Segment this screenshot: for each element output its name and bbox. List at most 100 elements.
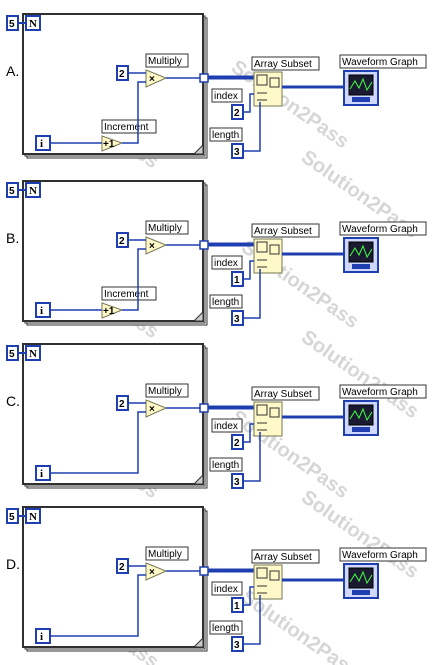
indexing-tunnel	[199, 566, 209, 576]
loop-resize-corner	[192, 636, 204, 648]
array-subset-label: Array Subset	[254, 226, 312, 237]
array-subset-node	[253, 564, 283, 600]
array-subset-glyph	[269, 244, 280, 255]
index-constant-value: 1	[234, 275, 240, 286]
multiply-label: Multiply	[148, 223, 182, 234]
iteration-terminal-label: i	[40, 138, 43, 150]
count-terminal	[25, 15, 41, 31]
graph-datatype	[352, 590, 370, 595]
graph-datatype	[352, 97, 370, 102]
length-label-box	[209, 620, 243, 635]
array-subset-glyph	[256, 567, 268, 579]
array-subset-label-box	[251, 549, 320, 564]
wire-length	[243, 102, 261, 152]
graph-trace	[349, 407, 373, 422]
wire-index	[243, 93, 254, 113]
array-subset-label: Array Subset	[254, 552, 312, 563]
for-loop	[22, 343, 204, 485]
length-label: length	[212, 623, 239, 634]
graph-label: Waveform Graph	[342, 387, 418, 398]
index-label: index	[214, 421, 238, 432]
array-subset-node	[253, 238, 283, 274]
count-terminal	[25, 182, 41, 198]
multiply-node	[145, 562, 168, 581]
count-constant-value: 5	[9, 512, 15, 523]
index-label-box	[211, 255, 243, 270]
multiply-label: Multiply	[148, 56, 182, 67]
index-label-box	[211, 581, 243, 596]
array-subset-glyph	[269, 77, 280, 88]
count-terminal-label: N	[29, 511, 37, 523]
wire-increment-multiply	[122, 248, 146, 311]
array-subset-glyph	[256, 241, 268, 253]
watermark-text: Solution2Pass	[227, 406, 353, 503]
index-label: index	[214, 91, 238, 102]
wire-index	[243, 260, 254, 280]
array-subset-label-box	[251, 223, 320, 238]
multiply-constant-value: 2	[119, 399, 125, 410]
length-label-box	[209, 127, 243, 142]
option-letter: B.	[6, 230, 19, 246]
loop-resize-corner	[192, 310, 204, 322]
multiply-label-box	[145, 383, 189, 398]
count-terminal	[25, 345, 41, 361]
wire-length	[243, 595, 261, 645]
graph-datatype	[352, 427, 370, 432]
multiply-label-box	[145, 546, 189, 561]
index-label-box	[211, 88, 243, 103]
length-label: length	[212, 460, 239, 471]
array-subset-node	[253, 71, 283, 107]
wire-length	[243, 269, 261, 319]
multiply-symbol: ×	[149, 404, 155, 415]
graph-label-box	[339, 54, 427, 69]
graph-datatype	[352, 264, 370, 269]
multiply-label-box	[145, 220, 189, 235]
increment-label: Increment	[104, 122, 149, 133]
multiply-constant-value: 2	[119, 562, 125, 573]
array-subset-label-box	[251, 56, 320, 71]
count-constant-value: 5	[9, 186, 15, 197]
graph-trace	[349, 244, 373, 259]
graph-label: Waveform Graph	[342, 57, 418, 68]
wire-index	[243, 423, 254, 443]
length-constant-value: 3	[234, 640, 240, 651]
count-terminal-label: N	[29, 348, 37, 360]
multiply-symbol: ×	[149, 74, 155, 85]
array-subset-glyph	[256, 404, 268, 416]
option-letter: A.	[6, 63, 19, 79]
length-constant-value: 3	[234, 477, 240, 488]
count-terminal	[25, 508, 41, 524]
option-letter: C.	[6, 393, 20, 409]
indexing-tunnel	[199, 403, 209, 413]
increment-label: Increment	[104, 289, 149, 300]
length-label-box	[209, 294, 243, 309]
length-constant-value: 3	[234, 147, 240, 158]
graph-label: Waveform Graph	[342, 550, 418, 561]
wire-index	[243, 586, 254, 606]
option-letter: D.	[6, 556, 20, 572]
graph-trace	[349, 77, 373, 92]
wire-increment-multiply	[122, 81, 146, 144]
wire-i-multiply	[50, 574, 146, 637]
multiply-symbol: ×	[149, 241, 155, 252]
graph-label-box	[339, 547, 427, 562]
iteration-terminal-label: i	[40, 631, 43, 643]
count-constant-value: 5	[9, 349, 15, 360]
iteration-terminal-label: i	[40, 305, 43, 317]
increment-label-box	[101, 286, 157, 301]
length-constant-value: 3	[234, 314, 240, 325]
array-subset-glyph	[269, 407, 280, 418]
for-loop	[22, 506, 204, 648]
multiply-symbol: ×	[149, 567, 155, 578]
increment-label-box	[101, 119, 157, 134]
graph-trace	[349, 570, 373, 585]
graph-label: Waveform Graph	[342, 224, 418, 235]
array-subset-label-box	[251, 386, 320, 401]
loop-resize-corner	[192, 473, 204, 485]
graph-label-box	[339, 384, 427, 399]
count-terminal-label: N	[29, 18, 37, 30]
